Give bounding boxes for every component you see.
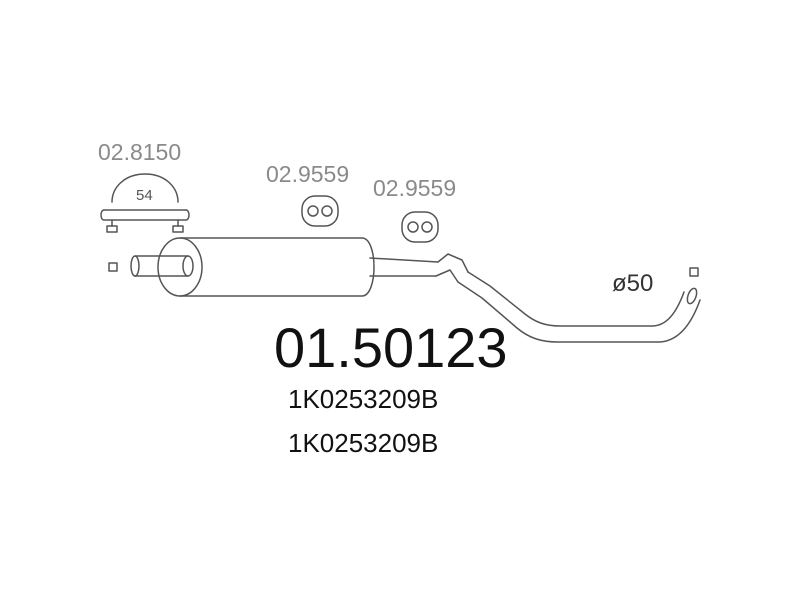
outlet-diameter-label: ø50 [612, 270, 654, 297]
exhaust-clamp-icon [100, 173, 190, 233]
hanger-2-part-number: 02.9559 [373, 175, 457, 201]
clamp-part-number: 02.8150 [98, 139, 182, 165]
clamp-size-label: 54 [136, 187, 153, 204]
rubber-hanger-icon [301, 195, 339, 227]
hanger-1-part-number: 02.9559 [266, 161, 350, 187]
oem-number: 1K0253209B [288, 428, 439, 458]
oem-number: 1K0253209B [288, 384, 439, 414]
product-main-number: 01.50123 [274, 316, 508, 379]
exhaust-pipe-muffler-icon [108, 237, 701, 343]
rubber-hanger-icon [401, 211, 439, 243]
